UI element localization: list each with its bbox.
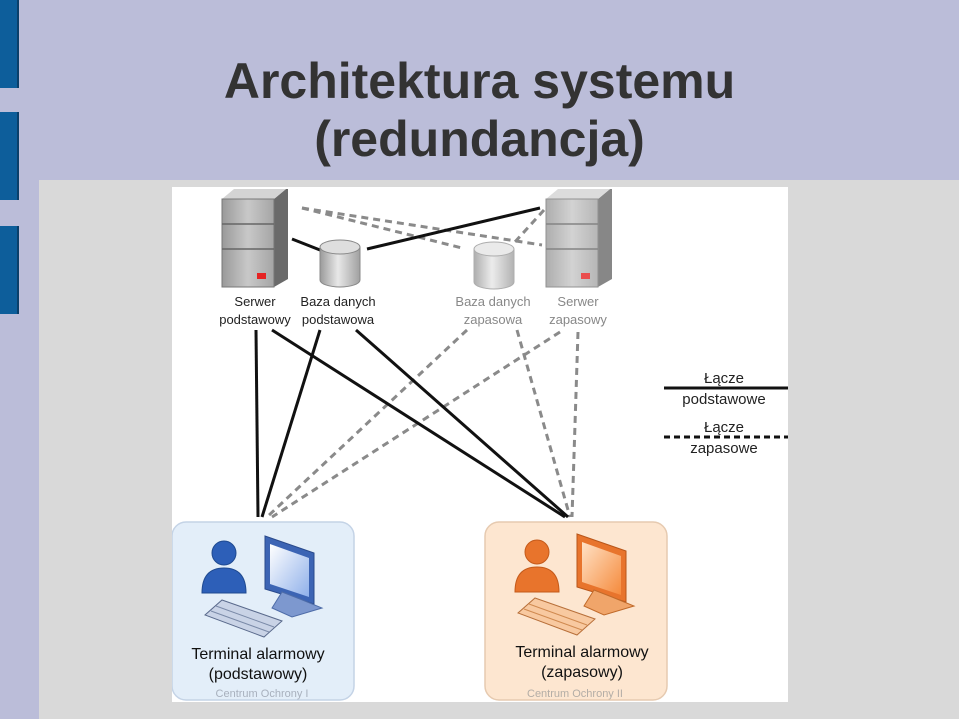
- diagram-frame: Serwer podstawowy Baza danych podstawowa…: [171, 187, 788, 702]
- primary-terminal-label-1: Terminal alarmowy: [191, 646, 324, 663]
- legend-backup-label-1: Łącze: [704, 419, 744, 436]
- link-backup-backup-server-to-backup-db: [512, 208, 546, 245]
- architecture-diagram: Serwer podstawowy Baza danych podstawowa…: [171, 189, 788, 701]
- legend: Łącze podstawowe Łącze zapasowe: [664, 370, 788, 457]
- database-icon: [319, 239, 361, 288]
- accent-bar-bottom: [0, 226, 19, 314]
- server-backup-label-2: zapasowy: [549, 312, 607, 327]
- link-primary-db-to-backup-server: [366, 206, 541, 251]
- db-backup-label-2: zapasowa: [464, 312, 523, 327]
- primary-center-label: Centrum Ochrony I: [216, 688, 309, 700]
- server-icon: [221, 189, 288, 288]
- backup-center-label: Centrum Ochrony II: [527, 688, 623, 700]
- link-primary-db-to-terminal-1: [260, 329, 322, 518]
- db-primary-label-2: podstawowa: [302, 312, 375, 327]
- user-icon: [514, 539, 560, 593]
- backup-terminal-label-2: (zapasowy): [541, 664, 623, 681]
- accent-bar-top: [0, 0, 19, 88]
- keyboard-icon: [517, 597, 596, 636]
- link-primary-db-to-terminal-2: [355, 328, 569, 519]
- monitor-icon: [264, 535, 324, 618]
- server-backup-label-1: Serwer: [557, 294, 599, 309]
- slide-title: Architektura systemu (redundancja): [0, 52, 959, 168]
- link-backup-db-to-terminal-1: [265, 328, 469, 519]
- legend-primary-label-1: Łącze: [704, 370, 744, 387]
- keyboard-icon: [204, 599, 283, 638]
- link-backup-server-primary-to-backup-server: [301, 206, 543, 247]
- link-primary-server-to-terminal-2: [271, 328, 566, 519]
- monitor-icon: [576, 533, 636, 616]
- backup-links: [265, 206, 580, 519]
- legend-primary-label-2: podstawowe: [682, 391, 765, 408]
- legend-backup-label-2: zapasowe: [690, 440, 758, 457]
- accent-bar-middle: [0, 112, 19, 200]
- primary-links: [254, 206, 569, 519]
- slide-title-line2: (redundancja): [314, 111, 645, 167]
- primary-terminal-label-2: (podstawowy): [209, 666, 308, 683]
- db-primary-label-1: Baza danych: [300, 294, 375, 309]
- link-primary-server-to-db: [291, 237, 321, 252]
- server-primary-label-2: podstawowy: [219, 312, 291, 327]
- link-primary-server-to-terminal-1: [254, 329, 260, 518]
- server-icon: [545, 189, 612, 288]
- link-backup-server-to-terminal-1: [271, 330, 561, 519]
- database-icon: [473, 241, 515, 290]
- link-backup-db-to-terminal-2: [515, 329, 572, 518]
- db-backup-label-1: Baza danych: [455, 294, 530, 309]
- user-icon: [201, 540, 247, 594]
- slide-title-line1: Architektura systemu: [223, 53, 736, 109]
- link-backup-server-primary-to-backup-db: [301, 206, 463, 250]
- server-primary-label-1: Serwer: [234, 294, 276, 309]
- link-backup-server-to-terminal-2: [570, 331, 580, 518]
- backup-terminal-label-1: Terminal alarmowy: [515, 644, 648, 661]
